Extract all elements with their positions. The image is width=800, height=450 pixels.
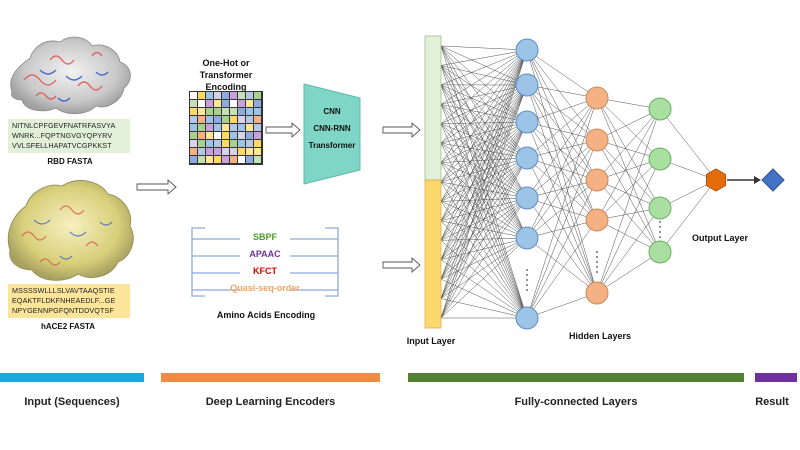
method-kfct: KFCT xyxy=(253,266,277,276)
stage-label-input: Input (Sequences) xyxy=(24,396,120,408)
arrow-head xyxy=(754,176,761,184)
stage-bar-result xyxy=(755,373,797,382)
hace2-seq-line: MSSSSWLLLSLVAVTAAQSTIE xyxy=(12,286,115,295)
onehot-grid xyxy=(189,91,263,165)
ellipsis-dot xyxy=(596,266,598,268)
arrow-icon xyxy=(136,179,177,195)
hidden2-node xyxy=(585,86,609,110)
stage-bar-fully-connected xyxy=(408,373,744,382)
output-layer-label: Output Layer xyxy=(691,233,748,243)
hidden1-node xyxy=(515,73,539,97)
ellipsis-dot xyxy=(526,289,528,291)
hace2-fasta-label: hACE2 FASTA xyxy=(40,322,96,331)
rbd-seq-line: WNRK...FQPTNGVGYQPYRV xyxy=(12,131,113,140)
hidden2-node xyxy=(585,128,609,152)
ellipsis-dot xyxy=(596,256,598,258)
stage-label-result: Result xyxy=(755,396,789,408)
rbd-sequence-box: NITNLCPFGEVFNATRFASVYA WNRK...FQPTNGVGYQ… xyxy=(8,119,130,153)
model-label-cnn: CNN xyxy=(323,107,341,116)
ellipsis-dot xyxy=(596,251,598,253)
ellipsis-dot xyxy=(526,279,528,281)
hidden2-node xyxy=(585,168,609,192)
hidden-layers-label: Hidden Layers xyxy=(568,331,632,341)
stage-label-fully-connected: Fully-connected Layers xyxy=(514,396,638,408)
input-layer-bottom xyxy=(424,179,442,329)
input-layer-top xyxy=(424,35,442,181)
ellipsis-dot xyxy=(526,274,528,276)
ellipsis-dot xyxy=(596,271,598,273)
arrow-icon xyxy=(265,122,301,138)
hidden1-node xyxy=(515,110,539,134)
hidden3-node xyxy=(648,97,672,121)
method-sbpf: SBPF xyxy=(252,232,277,242)
ellipsis-dot xyxy=(526,284,528,286)
model-trapezoid xyxy=(303,83,361,185)
hace2-seq-line: EQAKTFLDKFNHEAEDLF...GE xyxy=(12,296,116,305)
ellipsis-dot xyxy=(659,231,661,233)
model-label-transformer: Transformer xyxy=(308,141,356,150)
hidden1-node xyxy=(515,38,539,62)
arrow-icon xyxy=(382,257,421,273)
input-layer-label: Input Layer xyxy=(406,336,456,346)
ellipsis-dot xyxy=(526,269,528,271)
model-label-cnn-rnn: CNN-RNN xyxy=(313,124,351,133)
result-diamond xyxy=(761,168,785,192)
hidden2-node xyxy=(585,208,609,232)
hidden1-node xyxy=(515,306,539,330)
rbd-seq-line: VVLSFELLHAPATVCGPKKST xyxy=(12,141,112,150)
ellipsis-dot xyxy=(659,221,661,223)
stage-bar-encoders xyxy=(161,373,380,382)
hidden1-node xyxy=(515,186,539,210)
rbd-seq-line: NITNLCPFGEVFNATRFASVYA xyxy=(12,121,116,130)
arrow-icon xyxy=(382,122,421,138)
hace2-sequence-box: MSSSSWLLLSLVAVTAAQSTIE EQAKTFLDKFNHEAEDL… xyxy=(8,284,130,318)
hidden2-node xyxy=(585,281,609,305)
ellipsis-dot xyxy=(659,236,661,238)
method-apaac: APAAC xyxy=(249,249,281,259)
hidden1-node xyxy=(515,146,539,170)
hidden3-node xyxy=(648,240,672,264)
output-hexagon xyxy=(706,168,726,192)
stage-label-encoders: Deep Learning Encoders xyxy=(205,396,336,408)
stage-bar-input xyxy=(0,373,144,382)
amino-acids-encoding-label: Amino Acids Encoding xyxy=(216,310,316,320)
hidden1-node xyxy=(515,226,539,250)
method-quasi-seq-order: Quasi-seq-order xyxy=(230,283,300,293)
ellipsis-dot xyxy=(596,261,598,263)
hidden3-node xyxy=(648,196,672,220)
rbd-fasta-label: RBD FASTA xyxy=(47,157,93,166)
hidden3-node xyxy=(648,147,672,171)
ellipsis-dot xyxy=(659,226,661,228)
onehot-label: One-Hot or Transformer Encoding xyxy=(199,58,253,92)
hace2-seq-line: NPYGENNPGFQNTDDVQTSF xyxy=(12,306,114,315)
